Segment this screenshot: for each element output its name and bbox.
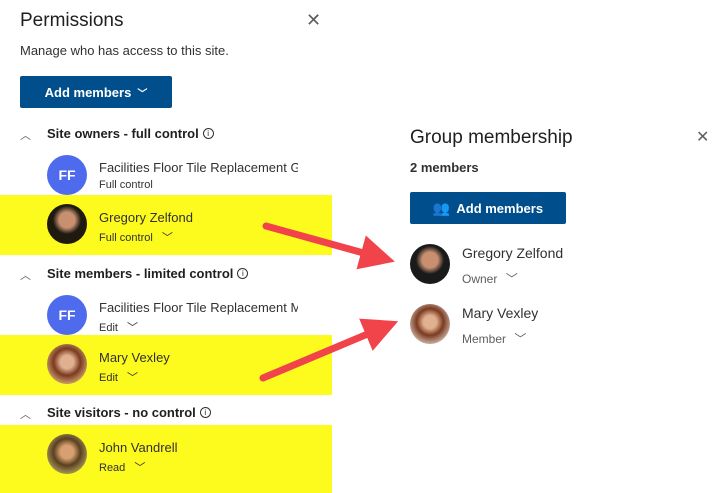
collapse-icon[interactable]: ︿ xyxy=(20,409,31,421)
panel-title: Group membership xyxy=(410,127,573,148)
member-name: Gregory Zelfond xyxy=(462,245,564,261)
role-dropdown[interactable]: Member ﹀ xyxy=(462,332,527,346)
chevron-down-icon: ﹀ xyxy=(161,232,173,244)
avatar xyxy=(47,344,87,384)
collapse-icon[interactable]: ︿ xyxy=(20,130,31,142)
chevron-down-icon: ﹀ xyxy=(137,88,148,100)
chevron-down-icon: ﹀ xyxy=(127,372,139,384)
arrow xyxy=(259,318,399,382)
close-icon[interactable]: ✕ xyxy=(306,10,322,30)
chevron-down-icon: ﹀ xyxy=(505,272,518,286)
member-name: Mary Vexley xyxy=(99,350,170,365)
role-dropdown[interactable]: Edit ﹀ xyxy=(99,372,139,384)
add-members-label: Add members xyxy=(44,84,132,100)
collapse-icon[interactable]: ︿ xyxy=(20,270,31,282)
role-dropdown[interactable]: Read ﹀ xyxy=(99,462,146,474)
add-people-icon: 👥 xyxy=(432,199,451,216)
avatar xyxy=(47,204,87,244)
info-icon[interactable]: i xyxy=(202,128,214,139)
close-icon[interactable]: ✕ xyxy=(696,129,710,146)
chevron-down-icon: ﹀ xyxy=(514,332,527,346)
member-count: 2 members xyxy=(410,160,479,175)
member-name: John Vandrell xyxy=(99,440,178,455)
role-dropdown[interactable]: Edit ﹀ xyxy=(99,322,139,334)
avatar xyxy=(410,244,450,284)
member-name: Gregory Zelfond xyxy=(99,210,193,225)
avatar xyxy=(410,304,450,344)
panel-title: Permissions xyxy=(20,10,124,31)
role-dropdown[interactable]: Owner ﹀ xyxy=(462,272,518,286)
member-role: Full control xyxy=(99,179,153,191)
add-members-button[interactable]: 👥Add members xyxy=(410,192,566,224)
avatar: FF xyxy=(47,295,87,335)
add-members-button[interactable]: Add members ﹀ xyxy=(20,76,172,108)
info-icon[interactable]: i xyxy=(199,407,211,418)
panel-subtitle: Manage who has access to this site. xyxy=(20,43,229,58)
member-name: Mary Vexley xyxy=(462,305,539,321)
member-name: Facilities Floor Tile Replacement G xyxy=(99,160,298,175)
role-dropdown[interactable]: Full control ﹀ xyxy=(99,232,173,244)
avatar xyxy=(47,434,87,474)
arrow xyxy=(262,222,395,270)
info-icon[interactable]: i xyxy=(237,268,249,279)
chevron-down-icon: ﹀ xyxy=(127,322,139,334)
chevron-down-icon: ﹀ xyxy=(134,462,146,474)
avatar: FF xyxy=(47,155,87,195)
member-name: Facilities Floor Tile Replacement M xyxy=(99,300,298,315)
